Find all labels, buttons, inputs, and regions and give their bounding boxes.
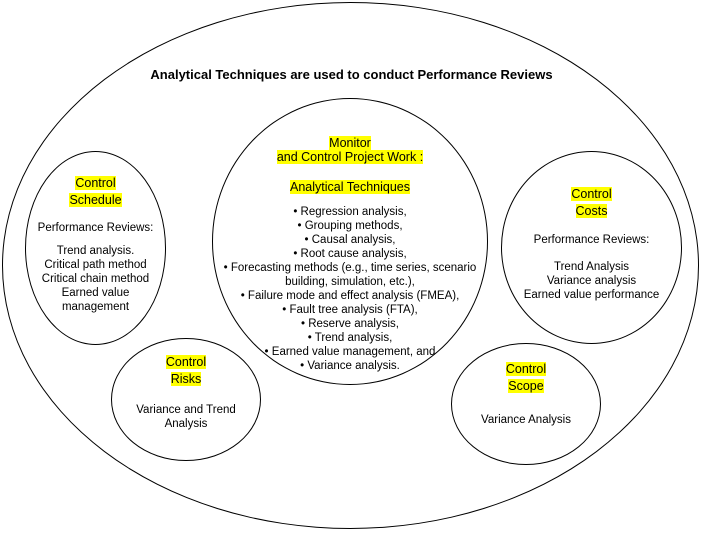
center-head-line2: and Control Project Work : (276, 150, 424, 164)
list-item: management (61, 301, 130, 313)
list-item: building, simulation, etc.), (285, 276, 415, 288)
scope-body: Variance Analysis (481, 414, 571, 426)
diagram-title: Analytical Techniques are used to conduc… (150, 67, 553, 82)
risks-head-line2: Risks (170, 372, 202, 386)
list-item: Trend analysis. (56, 245, 135, 257)
list-item: Variance analysis (546, 275, 637, 287)
schedule-head-line1: Control (75, 176, 116, 190)
list-item: • Regression analysis, (293, 206, 407, 218)
risks-head-line1: Control (165, 355, 207, 369)
list-item: • Fault tree analysis (FTA), (282, 304, 418, 316)
center-circle (212, 98, 488, 385)
center-subhead: Analytical Techniques (290, 180, 410, 194)
costs-head-line1: Control (571, 187, 612, 201)
scope-content: Control Scope Variance Analysis (451, 361, 601, 427)
list-item: • Forecasting methods (e.g., time series… (223, 262, 477, 274)
center-technique-list: • Regression analysis, • Grouping method… (212, 205, 488, 373)
costs-head-line2: Costs (575, 204, 608, 218)
risks-circle (111, 338, 261, 461)
schedule-content: Control Schedule Performance Reviews: Tr… (25, 175, 166, 314)
center-head-line1: Monitor (329, 136, 371, 150)
scope-head-line1: Control (505, 362, 547, 376)
list-item: • Reserve analysis, (301, 318, 399, 330)
schedule-circle (25, 151, 166, 345)
list-item: • Trend analysis, (307, 332, 393, 344)
scope-head-line2: Scope (508, 379, 544, 393)
list-item: • Root cause analysis, (293, 248, 407, 260)
list-item: Trend Analysis (554, 261, 629, 273)
list-item: • Causal analysis, (304, 234, 396, 246)
list-item: Critical chain method (41, 273, 150, 285)
scope-circle (451, 343, 601, 465)
schedule-head-line2: Schedule (69, 193, 122, 207)
list-item: Earned value (61, 287, 130, 299)
schedule-intro: Performance Reviews: (37, 222, 154, 234)
risks-body-line1: Variance and Trend (136, 404, 236, 416)
costs-circle (501, 151, 682, 344)
list-item: Earned value performance (523, 289, 660, 301)
list-item: Critical path method (44, 259, 147, 271)
risks-body-line2: Analysis (164, 418, 208, 430)
list-item: • Variance analysis. (300, 360, 400, 372)
list-item: • Earned value management, and (264, 346, 436, 358)
costs-intro: Performance Reviews: (533, 234, 650, 246)
risks-content: Control Risks Variance and Trend Analysi… (111, 354, 261, 431)
list-item: • Failure mode and effect analysis (FMEA… (240, 290, 460, 302)
center-content: Monitor and Control Project Work : Analy… (212, 135, 488, 373)
costs-content: Control Costs Performance Reviews: Trend… (501, 186, 682, 302)
list-item: • Grouping methods, (297, 220, 403, 232)
